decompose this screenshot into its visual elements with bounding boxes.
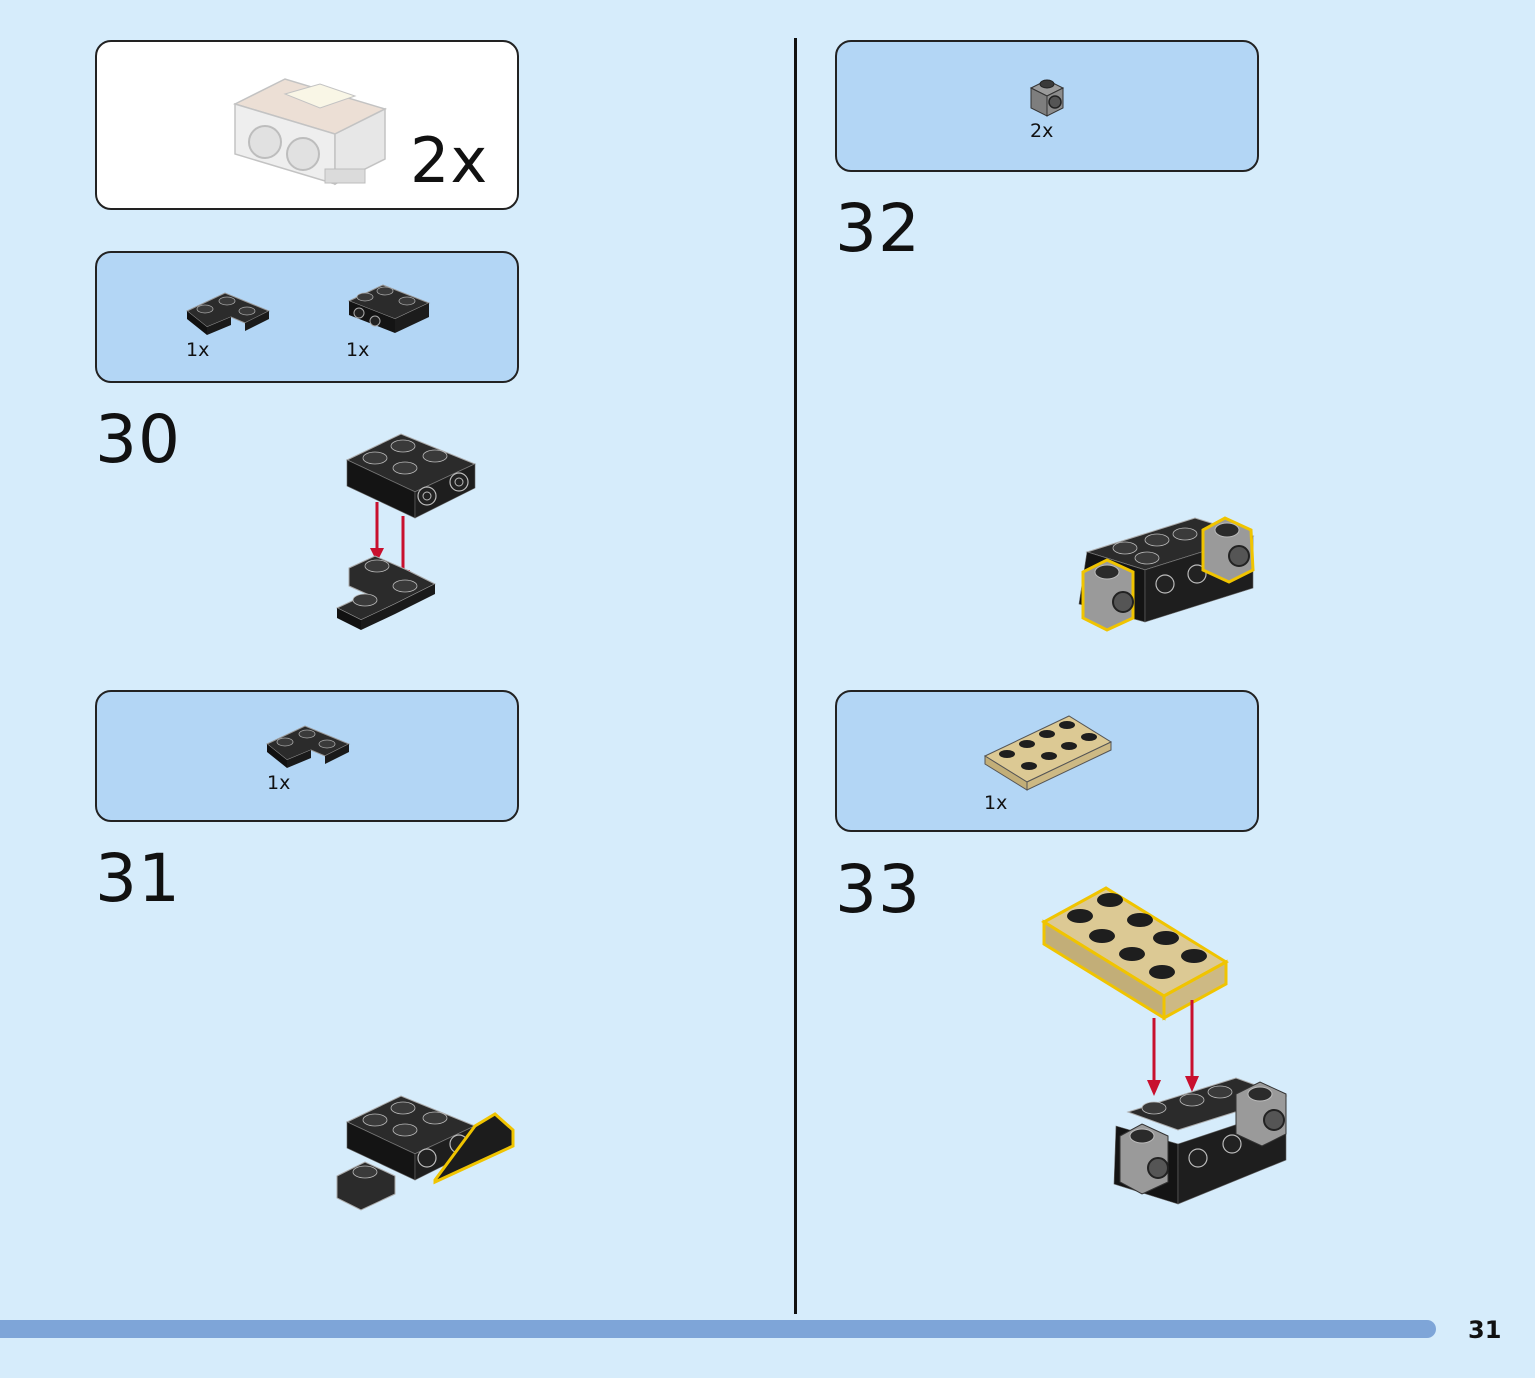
part-quantity: 2x [1030, 120, 1054, 142]
submodel-quantity: 2x [410, 124, 489, 197]
part-quantity: 1x [186, 339, 210, 361]
column-divider [794, 38, 797, 1314]
step-number-30: 30 [95, 401, 181, 478]
part-quantity: 1x [267, 772, 291, 794]
parts-callout-step-30: 1x 1x [95, 251, 519, 383]
submodel-callout: 2x [95, 40, 519, 210]
step-31-assembly-illustration [336, 1095, 515, 1211]
step-33-assembly-illustration [1041, 886, 1288, 1205]
step-number-33: 33 [835, 851, 921, 928]
page-number: 31 [1468, 1316, 1502, 1344]
parts-callout-step-31: 1x [95, 690, 519, 822]
step-number-31: 31 [95, 840, 181, 917]
step-30-assembly-illustration [335, 433, 477, 630]
black-corner-plate-icon [186, 292, 271, 335]
step-32-assembly-illustration [1078, 516, 1255, 632]
gray-round-brick-icon [1029, 79, 1065, 117]
step-number-32: 32 [835, 190, 921, 267]
part-quantity: 1x [984, 792, 1008, 814]
engine-submodel-icon [232, 78, 388, 186]
black-bracket-plate-icon [347, 284, 431, 333]
parts-callout-step-32: 2x [835, 40, 1259, 172]
part-quantity: 1x [346, 339, 370, 361]
tan-plate-2x4-icon [983, 715, 1113, 791]
progress-bar [0, 1320, 1436, 1338]
black-corner-plate-icon [266, 725, 351, 768]
parts-callout-step-33: 1x [835, 690, 1259, 832]
